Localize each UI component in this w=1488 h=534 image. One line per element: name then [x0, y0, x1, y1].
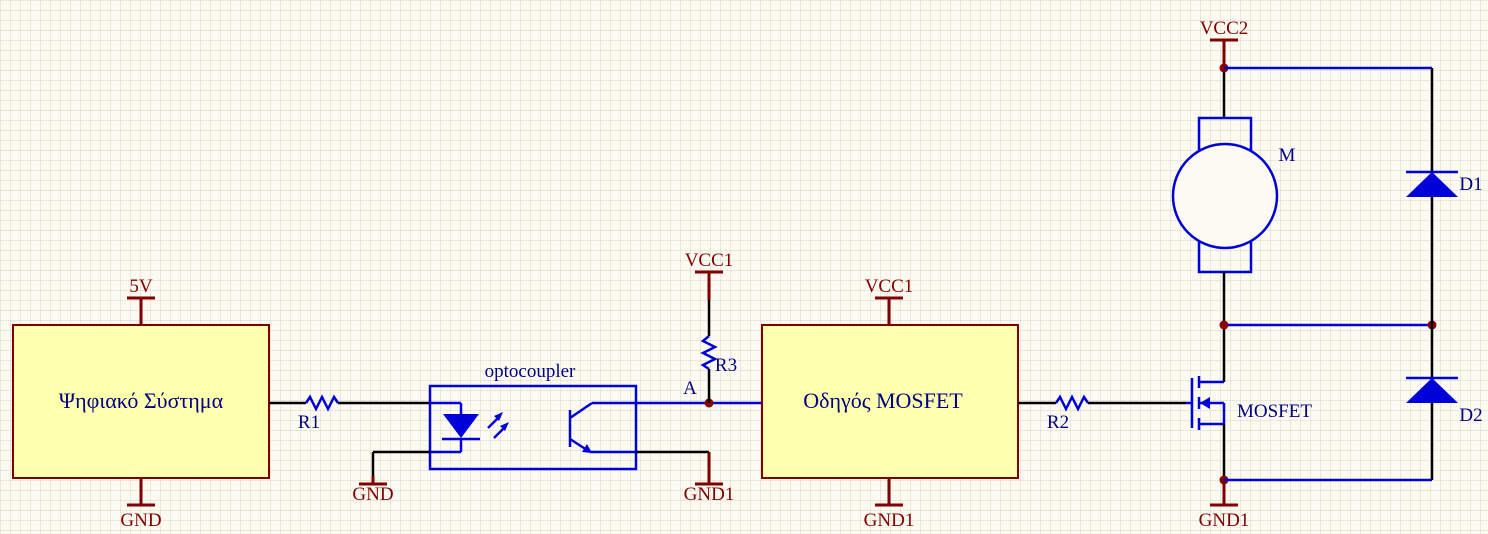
ground-symbol-opto-led: GND — [352, 450, 430, 505]
diode-d2-label: D2 — [1459, 405, 1482, 426]
supply-5v-label: 5V — [129, 276, 153, 297]
phototransistor-icon — [568, 401, 636, 454]
resistor-r3-label: R3 — [715, 355, 737, 376]
mosfet-icon[interactable]: MOSFET — [1186, 376, 1312, 430]
resistor-r3[interactable]: R3 — [700, 300, 737, 403]
ground-label-mosfet: GND1 — [1199, 510, 1250, 531]
supply-vcc2: VCC2 — [1200, 18, 1249, 68]
mosfet-driver-label: Οδηγός MOSFET — [803, 388, 963, 413]
supply-vcc1-driver: VCC1 — [865, 276, 914, 325]
ground-label-digital: GND — [120, 510, 161, 531]
ground-label-opto-led: GND — [352, 484, 393, 505]
optocoupler-label: optocoupler — [485, 361, 576, 382]
supply-vcc1-pullup: VCC1 — [685, 250, 734, 300]
diode-d1[interactable]: D1 — [1406, 68, 1483, 325]
digital-system-label: Ψηφιακό Σύστημα — [59, 388, 224, 413]
resistor-r1[interactable]: R1 — [269, 394, 430, 433]
resistor-r1-label: R1 — [298, 412, 320, 433]
ground-label-opto: GND1 — [684, 484, 735, 505]
mosfet-label: MOSFET — [1237, 401, 1312, 422]
diode-d2[interactable]: D2 — [1406, 325, 1483, 480]
digital-system-block[interactable]: Ψηφιακό Σύστημα — [12, 324, 270, 479]
optocoupler[interactable]: optocoupler — [428, 361, 638, 471]
ground-symbol-mosfet: GND1 — [1199, 480, 1250, 531]
supply-vcc2-label: VCC2 — [1200, 18, 1249, 39]
ground-label-driver: GND1 — [864, 510, 915, 531]
mosfet-driver-block[interactable]: Οδηγός MOSFET — [761, 324, 1019, 479]
supply-vcc1-driver-label: VCC1 — [865, 276, 914, 297]
node-a-label: A — [683, 378, 697, 399]
led-icon — [430, 401, 509, 454]
supply-5v-symbol: 5V — [127, 276, 155, 325]
resistor-r2-label: R2 — [1047, 412, 1069, 433]
junction-motor-drain — [1219, 320, 1229, 330]
motor-label: M — [1279, 145, 1296, 166]
motor-icon[interactable]: M — [1171, 68, 1296, 325]
diode-d1-label: D1 — [1459, 174, 1482, 195]
resistor-r2[interactable]: R2 — [1018, 394, 1186, 433]
ground-symbol-opto: GND1 — [636, 450, 735, 505]
ground-symbol-driver: GND1 — [864, 478, 915, 531]
supply-vcc1-pullup-label: VCC1 — [685, 250, 734, 271]
ground-symbol-digital: GND — [120, 478, 162, 531]
